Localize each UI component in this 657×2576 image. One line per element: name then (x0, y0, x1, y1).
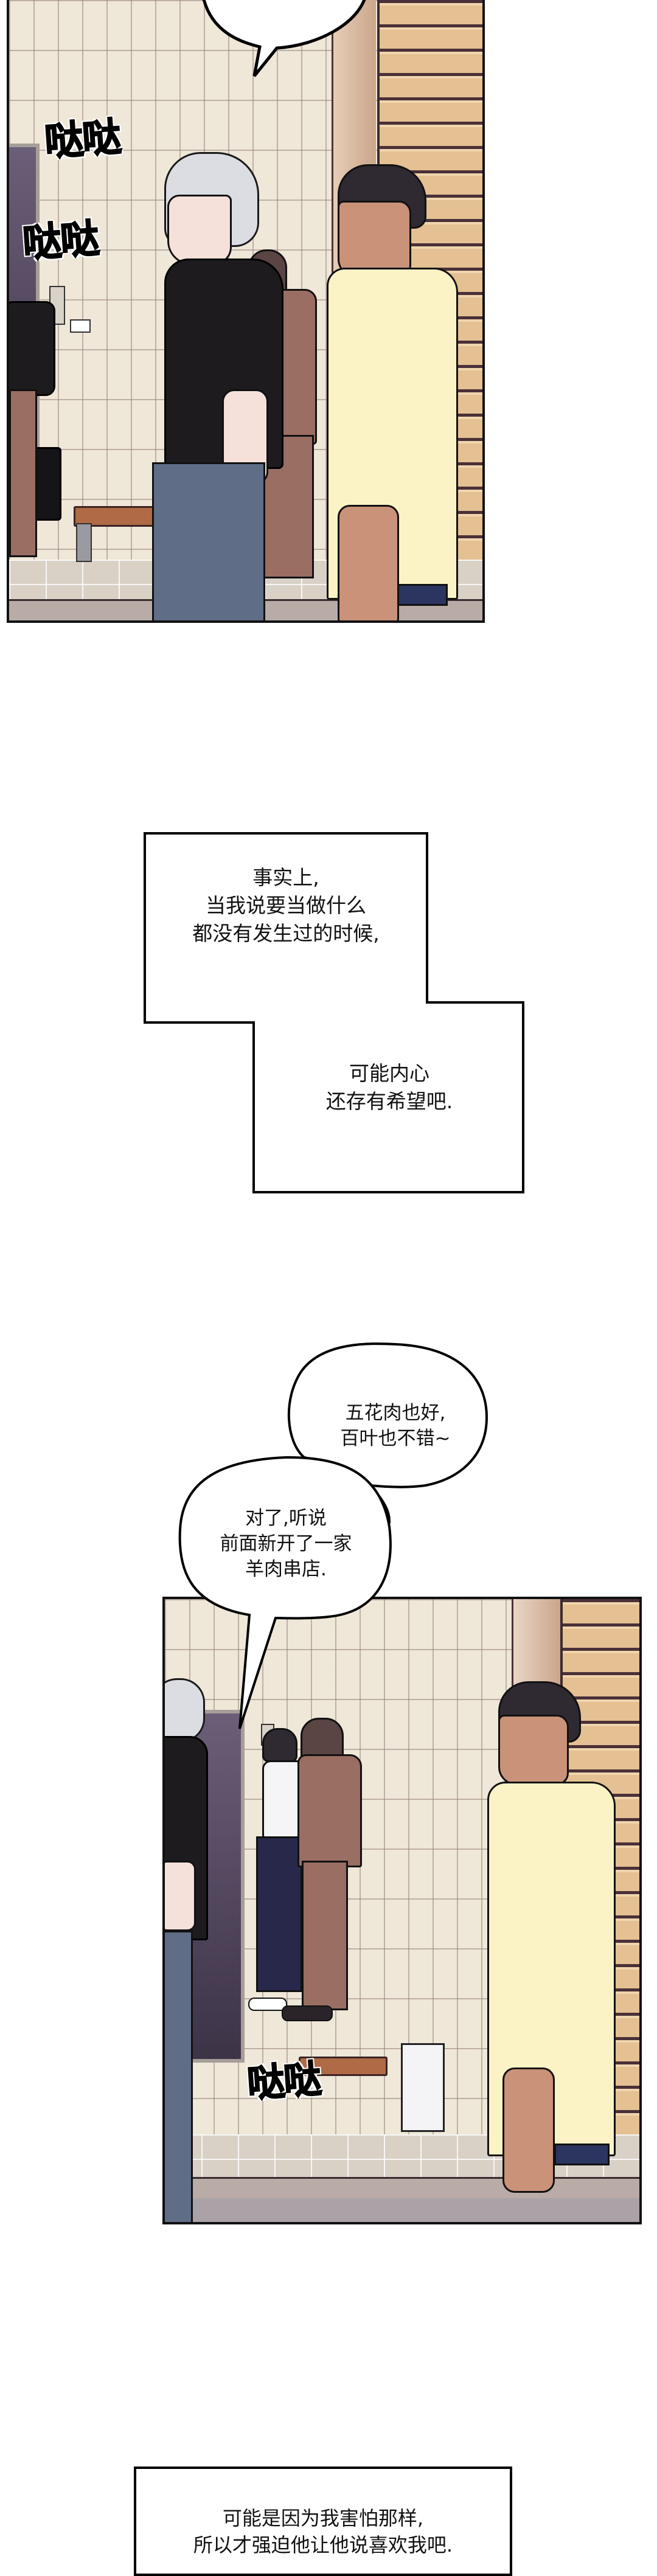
yellow-shirt-man-face (498, 1715, 569, 1785)
bubble-upper-line-1: 五花肉也好, (345, 1402, 446, 1424)
yellow-shirt-man-face (338, 201, 411, 277)
bench (299, 2057, 388, 2076)
bubble-lower-line-1: 对了,听说 (245, 1507, 327, 1529)
silver-hair-man-arm (165, 1861, 196, 1931)
narration-1-line-4: 可能内心 (349, 1061, 429, 1085)
bubble-upper-line-2: 百叶也不错~ (340, 1428, 451, 1449)
passerby-left-torso (9, 301, 55, 396)
brown-suit-man-shoe (282, 2005, 333, 2021)
brown-suit-man-jacket (297, 1754, 362, 1867)
white-shirt-boy-hair (262, 1728, 297, 1762)
white-shirt-boy-pants (256, 1836, 302, 1992)
sfx-footsteps-2: 哒哒 (21, 216, 100, 267)
yellow-shirt-man-arm (502, 2067, 555, 2193)
silver-hair-man-pants (165, 1931, 193, 2222)
speech-bubble-upper: 五花肉也好, 百叶也不错~ (307, 1400, 484, 1451)
bubble-lower-line-2: 前面新开了一家 (220, 1533, 352, 1555)
narration-box-1 (144, 832, 524, 1193)
yellow-shirt-man-arm (338, 505, 399, 620)
narration-2-line-2: 所以才强迫他让他说喜欢我吧. (193, 2533, 453, 2557)
passerby-left-legs (9, 389, 37, 557)
wall-switch-small (70, 319, 91, 333)
bubble-lower-line-3: 羊肉串店. (245, 1558, 327, 1580)
speech-bubble-top-cut (202, 0, 366, 77)
white-shirt-boy-shoe (248, 1998, 287, 2011)
yellow-shirt-man-shorts (554, 2144, 610, 2165)
curb (165, 2177, 639, 2200)
silver-hair-man-pants (152, 462, 265, 620)
speech-bubble-lower-shape (178, 1456, 392, 1729)
narration-1-line-1: 事实上, (252, 866, 319, 889)
street-pavement (165, 2198, 639, 2222)
narration-1-line-3: 都没有发生过的时候, (192, 922, 380, 945)
silver-hair-man-face (167, 195, 232, 265)
narration-1-line-5: 还存有希望吧. (325, 1089, 453, 1113)
narration-1-top-text: 事实上, 当我说要当做什么 都没有发生过的时候, (152, 864, 420, 948)
sfx-footsteps-1: 哒哒 (43, 114, 122, 165)
narration-1-line-2: 当我说要当做什么 (206, 894, 366, 917)
narration-2-line-1: 可能是因为我害怕那样, (222, 2507, 424, 2530)
narration-box-2 (134, 2467, 512, 2576)
bench-leg (76, 523, 92, 562)
narration-1-bottom-text: 可能内心 还存有希望吧. (262, 1060, 517, 1116)
waste-bin (401, 2043, 445, 2132)
comic-panel-1: 哒哒 哒哒 (7, 0, 485, 623)
narration-2-text: 可能是因为我害怕那样, 所以才强迫他让他说喜欢我吧. (137, 2505, 509, 2558)
speech-bubble-lower: 对了,听说 前面新开了一家 羊肉串店. (186, 1505, 386, 1582)
sfx-footsteps-3: 哒哒 (245, 2056, 322, 2106)
brown-suit-man-legs (302, 1861, 348, 2010)
